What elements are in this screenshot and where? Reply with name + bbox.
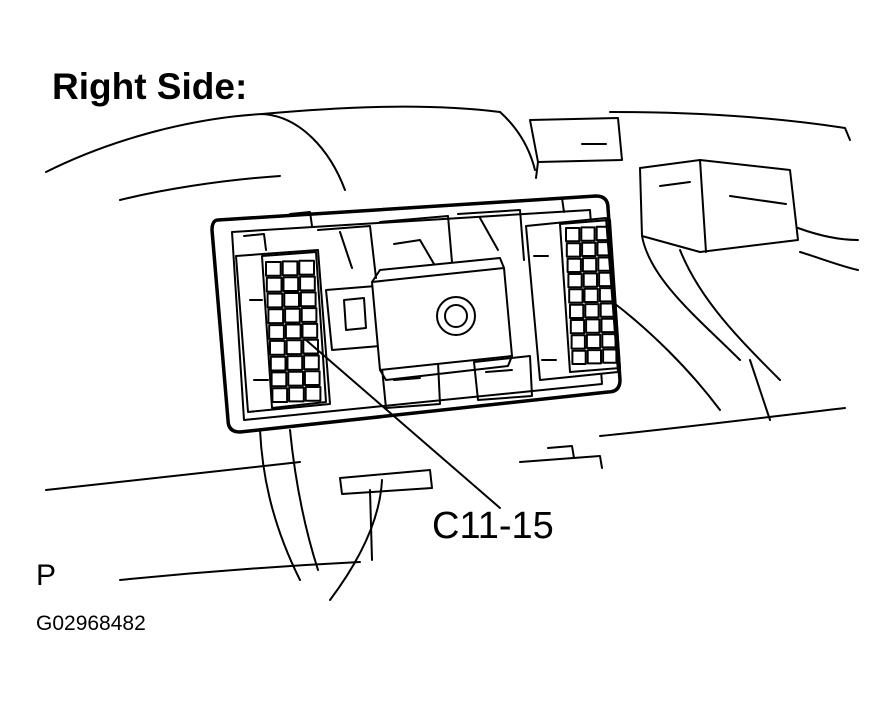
right-pin-connector [525, 217, 621, 381]
pin-cell [287, 370, 304, 387]
pin-cell [304, 386, 322, 402]
lower-body [259, 429, 603, 581]
pin-cell [565, 227, 581, 243]
pin-cell [267, 308, 285, 325]
pin-cell [584, 303, 600, 319]
center-bolt-bracket [371, 257, 513, 381]
diagram-title: Right Side: [52, 66, 248, 107]
pin-cell [581, 257, 598, 273]
callout-leader-line [305, 339, 501, 509]
pin-cell [567, 273, 583, 289]
pin-cell [602, 348, 618, 364]
pin-cell [301, 322, 319, 339]
pin-cell [283, 292, 300, 308]
pin-cell [265, 261, 282, 277]
pin-cell [599, 302, 616, 318]
pin-cell [302, 338, 319, 355]
pin-cell [286, 355, 304, 371]
pin-cell [288, 386, 305, 403]
pin-cell [586, 349, 603, 365]
pin-cell [299, 275, 316, 292]
pin-cell [568, 288, 584, 304]
left-pin-connector [235, 249, 331, 413]
pin-cell [284, 323, 302, 340]
pin-cell [585, 333, 602, 350]
pin-cell [298, 259, 315, 276]
pin-cell [580, 226, 596, 242]
pin-cell [269, 339, 286, 356]
pin-cell [601, 333, 617, 349]
pin-cell [570, 334, 586, 350]
pin-cell [565, 242, 582, 258]
pin-cell [303, 370, 321, 387]
pin-cell [566, 257, 582, 274]
pin-cell [583, 287, 599, 304]
pin-cell [268, 324, 285, 340]
pin-cell [269, 355, 287, 372]
pin-cell [596, 241, 612, 257]
dashboard-contours [45, 105, 851, 601]
pin-cell [600, 317, 616, 334]
figure-id: G02968482 [36, 612, 146, 635]
pin-cell [595, 225, 612, 242]
callout-label: C11-15 [432, 505, 554, 547]
upper-bracket [529, 117, 623, 179]
pin-cell [569, 303, 585, 320]
pin-cell [585, 318, 601, 334]
pin-cell [597, 256, 613, 272]
pin-cell [303, 354, 320, 371]
pin-cell [300, 307, 318, 323]
pin-cell [598, 287, 615, 303]
pin-cell [284, 307, 301, 324]
pin-cell [569, 319, 586, 335]
right-connector-plug [609, 159, 859, 421]
pin-cell [285, 339, 303, 356]
pin-cell [299, 291, 317, 308]
pin-cell [282, 276, 300, 293]
pin-cell [571, 349, 587, 366]
pin-cell [581, 241, 597, 257]
pin-cell [598, 271, 614, 288]
view-code: P [36, 559, 57, 592]
pin-cell [270, 371, 288, 388]
pin-cell [582, 272, 599, 288]
pin-cell [271, 387, 289, 404]
pin-cell [281, 260, 299, 277]
pin-cell [265, 276, 283, 293]
pin-cell [266, 292, 284, 309]
